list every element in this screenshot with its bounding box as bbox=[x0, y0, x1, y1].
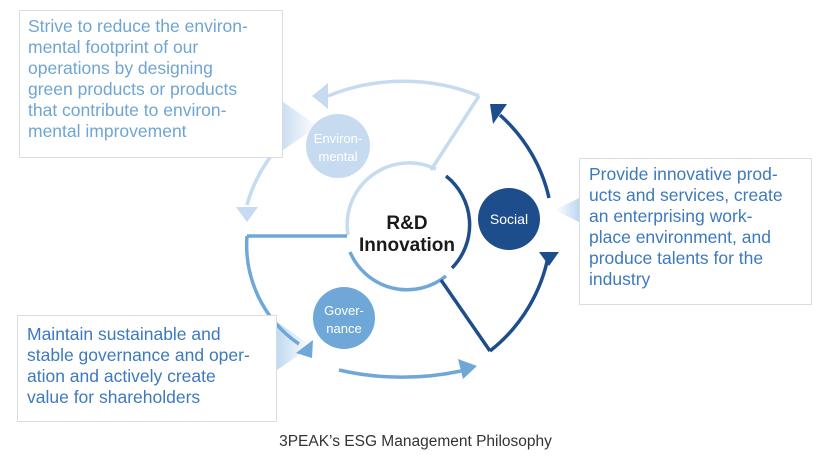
environmental-label-line2: mental bbox=[318, 149, 357, 164]
governance-arrow-segment bbox=[244, 234, 477, 379]
governance-node bbox=[313, 287, 375, 349]
governance-description: Maintain sustainable and stable governan… bbox=[17, 315, 277, 422]
inner-arc-governance bbox=[348, 251, 448, 292]
governance-label-line1: Gover- bbox=[324, 303, 364, 318]
social-description: Provide innovative prod- ucts and servic… bbox=[579, 158, 812, 305]
social-arrow-segment bbox=[439, 104, 559, 353]
center-title-line1: R&D bbox=[386, 213, 427, 234]
environmental-label-line1: Environ- bbox=[314, 131, 362, 146]
social-label: Social bbox=[490, 211, 528, 227]
inner-arc-social bbox=[444, 174, 472, 270]
environmental-pointer bbox=[283, 102, 318, 150]
governance-label-line2: nance bbox=[326, 321, 361, 336]
environmental-node bbox=[306, 114, 370, 178]
diagram-caption: 3PEAK’s ESG Management Philosophy bbox=[279, 433, 552, 450]
environmental-description: Strive to reduce the environ- mental foo… bbox=[19, 10, 283, 158]
inner-arc-environmental bbox=[345, 161, 437, 236]
social-node bbox=[478, 188, 540, 250]
social-pointer bbox=[555, 198, 579, 222]
center-title-line2: Innovation bbox=[359, 235, 455, 256]
